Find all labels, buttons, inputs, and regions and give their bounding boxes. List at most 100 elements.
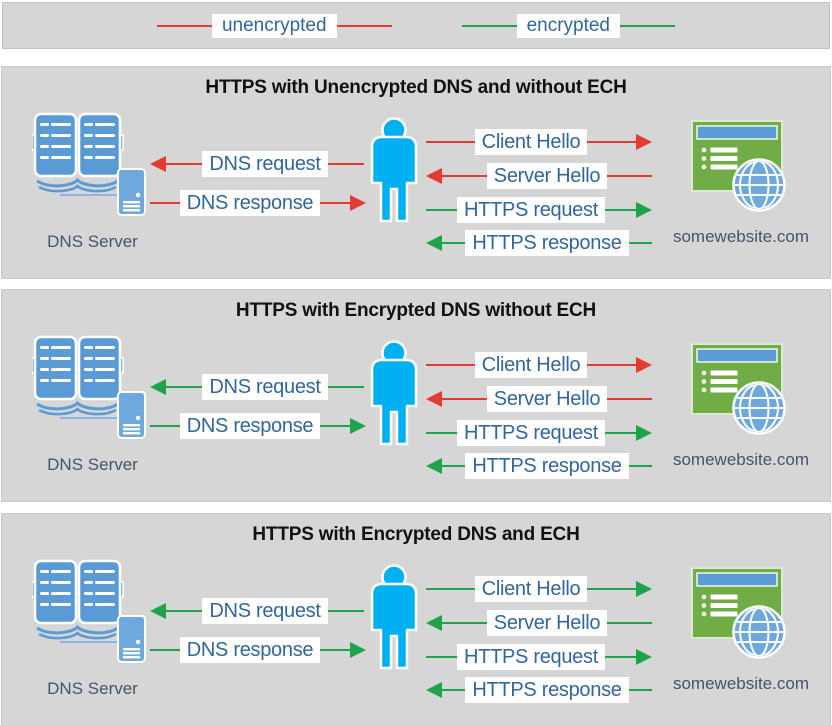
arrow-server-hello: Server Hello	[426, 385, 653, 413]
arrow-line	[442, 242, 466, 244]
arrow-label: HTTPS request	[457, 644, 605, 670]
arrow-label: HTTPS response	[465, 677, 629, 703]
legend-unencrypted: unencrypted	[156, 13, 392, 38]
person-icon	[362, 117, 426, 225]
arrow-label: Server Hello	[486, 610, 608, 636]
arrowhead-left-icon	[426, 235, 442, 251]
arrow-line	[320, 202, 350, 204]
person-icon	[362, 340, 426, 448]
dns-server-icon	[32, 558, 167, 663]
arrow-dns-request: DNS request	[150, 597, 365, 625]
arrow-line	[442, 398, 487, 400]
arrow-https-request: HTTPS request	[426, 419, 652, 447]
arrow-line	[426, 209, 458, 211]
arrowhead-right-icon	[636, 357, 653, 373]
arrow-line	[327, 610, 365, 612]
arrow-label: Server Hello	[486, 386, 608, 412]
arrowhead-right-icon	[636, 134, 653, 150]
arrow-line	[320, 425, 350, 427]
legend-encrypted-label: encrypted	[516, 13, 621, 38]
arrow-label: HTTPS request	[457, 197, 605, 223]
arrowhead-right-icon	[636, 581, 653, 597]
website-label: somewebsite.com	[672, 450, 810, 469]
arrow-label: DNS response	[179, 637, 321, 663]
arrowhead-left-icon	[426, 168, 442, 184]
arrow-line	[327, 386, 365, 388]
arrowhead-left-icon	[426, 391, 442, 407]
arrow-https-response: HTTPS response	[426, 676, 653, 704]
arrow-dns-response: DNS response	[150, 636, 366, 664]
arrow-line	[150, 425, 180, 427]
arrow-line	[442, 465, 466, 467]
arrow-line	[628, 242, 653, 244]
arrow-https-request: HTTPS request	[426, 643, 652, 671]
arrow-label: DNS request	[202, 374, 328, 400]
arrow-client-hello: Client Hello	[426, 128, 653, 156]
arrow-line	[150, 202, 180, 204]
arrow-line	[320, 649, 350, 651]
arrow-dns-response: DNS response	[150, 412, 366, 440]
website-icon	[690, 566, 790, 666]
arrowhead-left-icon	[426, 682, 442, 698]
arrow-dns-request: DNS request	[150, 150, 365, 178]
dns-server-icon	[32, 334, 167, 439]
arrow-line	[604, 432, 636, 434]
arrow-line	[426, 588, 475, 590]
panel-encrypted-dns-without-ech: HTTPS with Encrypted DNS without ECH	[1, 289, 831, 502]
panel-title: HTTPS with Encrypted DNS and ECH	[252, 524, 580, 545]
arrow-line	[150, 649, 180, 651]
arrowhead-left-icon	[426, 615, 442, 631]
arrow-label: DNS response	[179, 190, 321, 216]
arrow-line	[587, 141, 637, 143]
arrow-label: DNS response	[179, 413, 321, 439]
arrow-line	[607, 398, 653, 400]
arrow-line	[607, 622, 653, 624]
arrow-dns-response: DNS response	[150, 189, 366, 217]
arrowhead-right-icon	[350, 642, 366, 658]
arrow-line	[166, 610, 203, 612]
arrow-line	[587, 588, 637, 590]
legend-unencrypted-label: unencrypted	[211, 13, 337, 38]
dns-server-label: DNS Server	[47, 679, 138, 698]
panel-title: HTTPS with Unencrypted DNS and without E…	[205, 77, 627, 98]
arrowhead-right-icon	[636, 425, 652, 441]
arrow-https-request: HTTPS request	[426, 196, 652, 224]
website-label: somewebsite.com	[672, 674, 810, 693]
arrowhead-left-icon	[426, 458, 442, 474]
arrowhead-right-icon	[350, 418, 366, 434]
arrow-line	[166, 386, 203, 388]
arrow-line	[442, 622, 487, 624]
website-icon	[690, 119, 790, 219]
website-icon	[690, 342, 790, 442]
dns-server-label: DNS Server	[47, 232, 138, 251]
arrow-line	[604, 209, 636, 211]
legend-encrypted: encrypted	[461, 13, 676, 38]
arrow-line	[442, 175, 487, 177]
arrow-client-hello: Client Hello	[426, 351, 653, 379]
arrow-line	[426, 432, 458, 434]
legend-bar: unencrypted encrypted	[2, 2, 830, 49]
person-icon	[362, 564, 426, 672]
arrow-label: Client Hello	[474, 129, 588, 155]
arrow-https-response: HTTPS response	[426, 452, 653, 480]
arrowhead-left-icon	[150, 603, 166, 619]
arrow-line	[442, 689, 466, 691]
unencrypted-line-icon	[156, 24, 212, 27]
arrow-dns-request: DNS request	[150, 373, 365, 401]
dns-server-icon	[32, 111, 167, 216]
website-label: somewebsite.com	[672, 227, 810, 246]
panel-encrypted-dns-and-ech: HTTPS with Encrypted DNS and ECH	[1, 513, 831, 725]
dns-server-label: DNS Server	[47, 455, 138, 474]
arrow-label: HTTPS response	[465, 453, 629, 479]
arrow-label: HTTPS response	[465, 230, 629, 256]
arrow-server-hello: Server Hello	[426, 162, 653, 190]
arrow-line	[426, 656, 458, 658]
arrow-label: HTTPS request	[457, 420, 605, 446]
arrowhead-left-icon	[150, 379, 166, 395]
arrowhead-left-icon	[150, 156, 166, 172]
unencrypted-line-icon	[336, 24, 392, 27]
arrow-line	[327, 163, 365, 165]
arrow-line	[587, 364, 637, 366]
arrow-label: Client Hello	[474, 352, 588, 378]
panel-unencrypted-dns-without-ech: HTTPS with Unencrypted DNS and without E…	[1, 66, 831, 279]
